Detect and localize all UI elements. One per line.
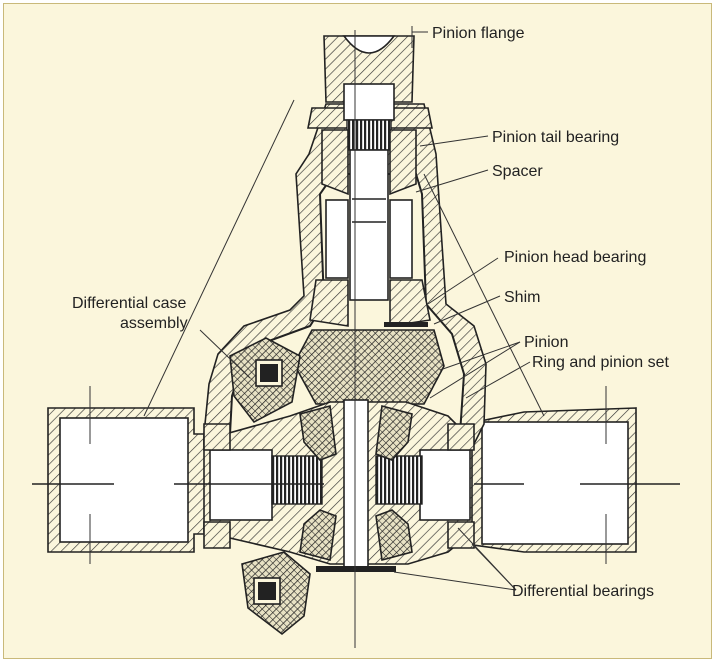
right-side-gear-splines bbox=[375, 455, 423, 505]
diagram-frame: Pinion flange Pinion tail bearing Spacer… bbox=[3, 3, 712, 659]
differential-cutaway-diagram: Pinion flange Pinion tail bearing Spacer… bbox=[32, 25, 680, 648]
differential-case bbox=[203, 399, 475, 572]
differential-bearing-right-top bbox=[447, 423, 475, 451]
differential-bearing-left-bottom bbox=[203, 521, 231, 549]
pinion-tail-bearing-right bbox=[389, 129, 417, 196]
pinion-head-bearing-right bbox=[389, 279, 431, 327]
pinion-shaft bbox=[293, 83, 445, 405]
right-axle-tube bbox=[481, 421, 629, 545]
differential-bearing-left-top bbox=[203, 423, 231, 451]
left-side-gear-splines bbox=[271, 455, 323, 505]
label-differential-case-line2: assembly bbox=[120, 315, 188, 332]
left-axle-tube bbox=[59, 417, 189, 543]
label-pinion-head-bearing: Pinion head bearing bbox=[504, 249, 646, 266]
pinion-tail-bearing-left bbox=[321, 129, 349, 196]
right-side-gear-shaft bbox=[419, 449, 471, 521]
label-differential-case-line1: Differential case bbox=[72, 295, 187, 312]
shim bbox=[384, 322, 428, 327]
label-shim: Shim bbox=[504, 289, 540, 306]
ring-gear bbox=[229, 337, 311, 636]
pinion-head-bearing-left bbox=[309, 279, 349, 327]
label-pinion-tail-bearing: Pinion tail bearing bbox=[492, 129, 619, 146]
labels: Pinion flange Pinion tail bearing Spacer… bbox=[72, 25, 670, 600]
pinion-gear bbox=[293, 329, 445, 405]
spacer-left bbox=[325, 199, 349, 279]
leader-lines bbox=[199, 26, 531, 591]
cross-shaft bbox=[343, 399, 369, 571]
pinion-splines bbox=[346, 119, 392, 151]
center-lines bbox=[32, 30, 680, 648]
label-ring-and-pinion-set: Ring and pinion set bbox=[532, 354, 670, 371]
left-side-gear-shaft bbox=[209, 449, 273, 521]
label-pinion-flange: Pinion flange bbox=[432, 25, 525, 42]
label-pinion: Pinion bbox=[524, 334, 568, 351]
differential-bearing-right-bottom bbox=[447, 521, 475, 549]
spacer-right bbox=[389, 199, 413, 279]
label-spacer: Spacer bbox=[492, 163, 543, 180]
label-differential-bearings: Differential bearings bbox=[512, 583, 654, 600]
